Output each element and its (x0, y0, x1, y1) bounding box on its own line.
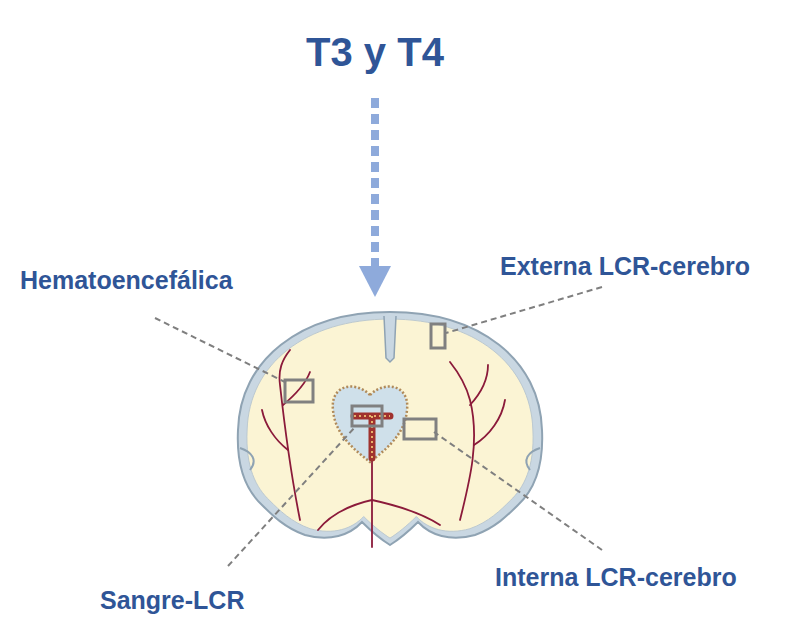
midline-fissure (384, 316, 396, 362)
meninges (238, 312, 542, 545)
callout-label: Hematoencefálica (20, 266, 233, 295)
lateral-notch (526, 448, 540, 470)
diagram-title: T3 y T4 (250, 30, 500, 75)
choroid-plexus-cells (354, 416, 390, 458)
callout-label: Sangre-LCR (100, 586, 244, 615)
lateral-notch (240, 448, 254, 470)
arrow-head (359, 266, 391, 297)
region-markers (285, 324, 445, 439)
blood-vessels (262, 350, 505, 547)
dashed-arrow-shaft (371, 98, 379, 268)
callout-label: Externa LCR-cerebro (500, 252, 750, 281)
leader-lines (155, 287, 602, 566)
ventricle (333, 387, 407, 462)
callout-label: Interna LCR-cerebro (495, 563, 737, 592)
choroid-plexus (354, 416, 390, 458)
